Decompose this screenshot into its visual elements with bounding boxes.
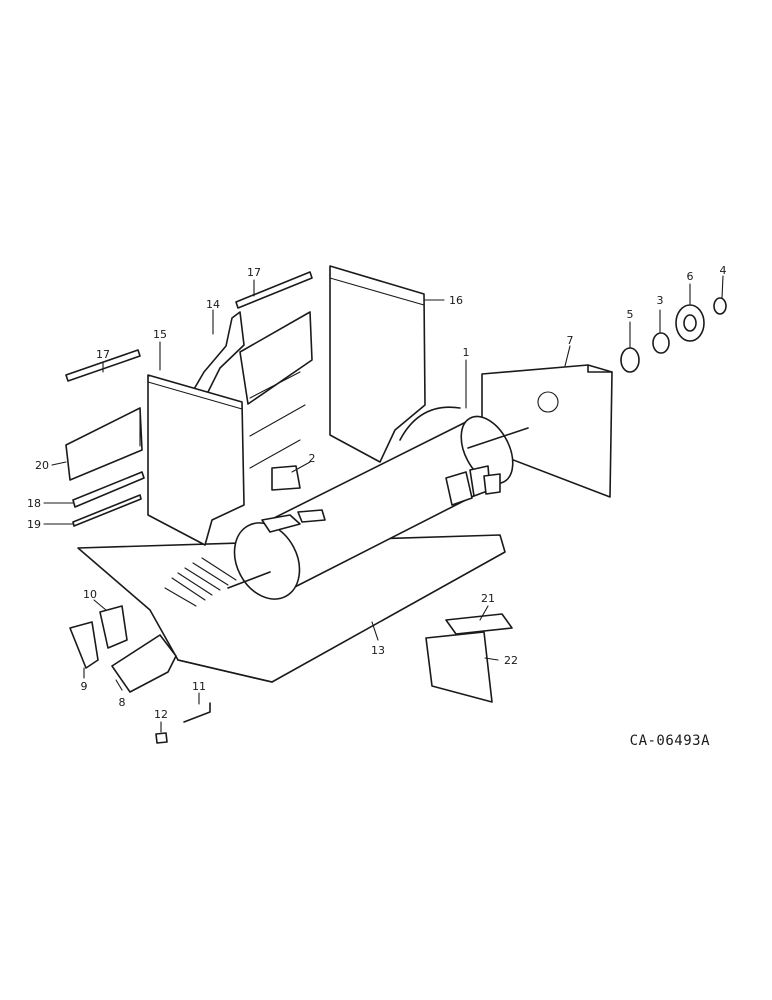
callout-12: 12	[154, 708, 168, 721]
callout-5: 5	[627, 308, 634, 321]
callout-22: 22	[504, 654, 518, 667]
floor-brackets	[69, 605, 177, 693]
bolt	[155, 732, 168, 744]
callout-15: 15	[153, 328, 167, 341]
pin	[183, 702, 211, 723]
callout-16: 16	[449, 294, 463, 307]
callout-3: 3	[657, 294, 664, 307]
callout-11: 11	[192, 680, 206, 693]
callout-9: 9	[81, 680, 88, 693]
callout-4: 4	[720, 264, 727, 277]
callout-6: 6	[687, 270, 694, 283]
leader-lines	[43, 275, 724, 733]
callout-20: 20	[35, 459, 49, 472]
drawing-code: CA-06493A	[630, 733, 710, 749]
callout-17-left: 17	[96, 348, 110, 361]
callout-21: 21	[481, 592, 495, 605]
left-side-panel	[147, 374, 245, 546]
callout-10: 10	[83, 588, 97, 601]
drum	[227, 415, 529, 600]
right-side-panel	[329, 265, 461, 463]
left-rails	[65, 349, 145, 527]
callout-2: 2	[309, 452, 316, 465]
callout-17-top: 17	[247, 266, 261, 279]
callout-7: 7	[567, 334, 574, 347]
callout-13: 13	[371, 644, 385, 657]
callout-18: 18	[27, 497, 41, 510]
callout-8: 8	[119, 696, 126, 709]
clip-and-cover	[425, 613, 513, 703]
bearing-parts	[620, 297, 727, 373]
callout-1: 1	[463, 346, 470, 359]
callout-19: 19	[27, 518, 41, 531]
floor-pan	[77, 534, 506, 683]
callout-labels: 1 2 3 4 5 6 7 8 9 10 11 12 13 14 15 16 1…	[27, 264, 727, 721]
callout-14: 14	[206, 298, 220, 311]
